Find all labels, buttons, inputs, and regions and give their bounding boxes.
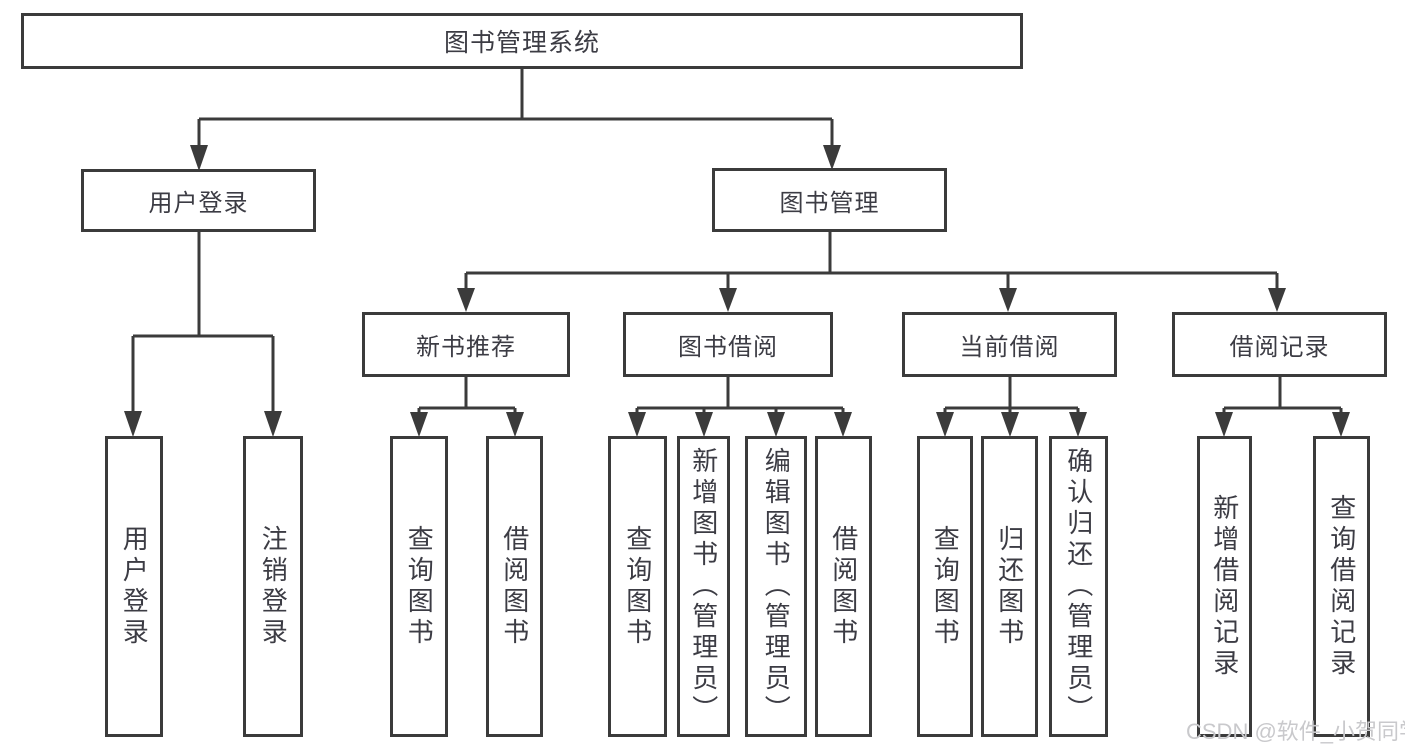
node-user-login-label: 用户登录 <box>148 190 249 217</box>
leaf-borrow-books-recommend-label: 借阅图书 <box>499 524 530 649</box>
connector-root <box>190 69 841 171</box>
node-book-borrow-label: 图书借阅 <box>678 334 778 361</box>
leaf-query-books-current-label: 查询图书 <box>930 524 961 649</box>
leaf-logout: 注销登录 <box>243 436 303 737</box>
connector-user-login <box>124 232 282 437</box>
node-borrow-records: 借阅记录 <box>1172 312 1387 377</box>
node-root: 图书管理系统 <box>21 13 1023 69</box>
node-current-borrow-label: 当前借阅 <box>959 334 1060 361</box>
leaf-user-login: 用户登录 <box>105 436 163 737</box>
leaf-logout-label: 注销登录 <box>258 524 289 649</box>
leaf-add-borrow-record: 新增借阅记录 <box>1197 436 1252 737</box>
node-book-mgmt-label: 图书管理 <box>779 189 880 217</box>
node-root-label: 图书管理系统 <box>443 29 600 57</box>
leaf-query-books-recommend-label: 查询图书 <box>404 524 435 649</box>
leaf-query-books-borrow: 查询图书 <box>608 436 667 737</box>
leaf-query-books-current: 查询图书 <box>917 436 973 737</box>
leaf-add-books-admin: 新增图书（管理员） <box>677 436 730 737</box>
leaf-return-books-label: 归还图书 <box>994 524 1025 649</box>
leaf-add-books-admin-label: 新增图书（管理员） <box>688 447 719 726</box>
node-book-borrow: 图书借阅 <box>623 312 833 377</box>
watermark: CSDN @软件_小贺同学 <box>1186 719 1405 744</box>
leaf-confirm-return-admin: 确认归还（管理员） <box>1049 436 1108 737</box>
leaf-query-borrow-record: 查询借阅记录 <box>1313 436 1370 737</box>
node-borrow-records-label: 借阅记录 <box>1229 334 1330 361</box>
node-book-mgmt: 图书管理 <box>712 168 947 232</box>
leaf-user-login-label: 用户登录 <box>119 524 150 649</box>
leaf-return-books: 归还图书 <box>981 436 1038 737</box>
node-new-book-recommend: 新书推荐 <box>362 312 570 377</box>
connector-current-borrow <box>936 377 1087 437</box>
connector-book-borrow <box>628 377 852 437</box>
connector-borrow-records <box>1215 377 1350 437</box>
leaf-query-books-borrow-label: 查询图书 <box>622 524 653 649</box>
node-user-login: 用户登录 <box>81 169 316 232</box>
leaf-confirm-return-admin-label: 确认归还（管理员） <box>1063 447 1094 726</box>
leaf-borrow-books: 借阅图书 <box>815 436 872 737</box>
leaf-borrow-books-label: 借阅图书 <box>828 524 859 649</box>
leaf-edit-books-admin-label: 编辑图书（管理员） <box>761 447 792 726</box>
node-new-book-recommend-label: 新书推荐 <box>416 334 516 361</box>
leaf-add-borrow-record-label: 新增借阅记录 <box>1209 493 1240 680</box>
leaf-edit-books-admin: 编辑图书（管理员） <box>745 436 807 737</box>
leaf-query-borrow-record-label: 查询借阅记录 <box>1326 493 1357 680</box>
connector-new-book-recommend <box>410 377 524 437</box>
node-current-borrow: 当前借阅 <box>902 312 1117 377</box>
leaf-query-books-recommend: 查询图书 <box>390 436 448 737</box>
connector-book-mgmt <box>457 232 1286 312</box>
leaf-borrow-books-recommend: 借阅图书 <box>486 436 543 737</box>
